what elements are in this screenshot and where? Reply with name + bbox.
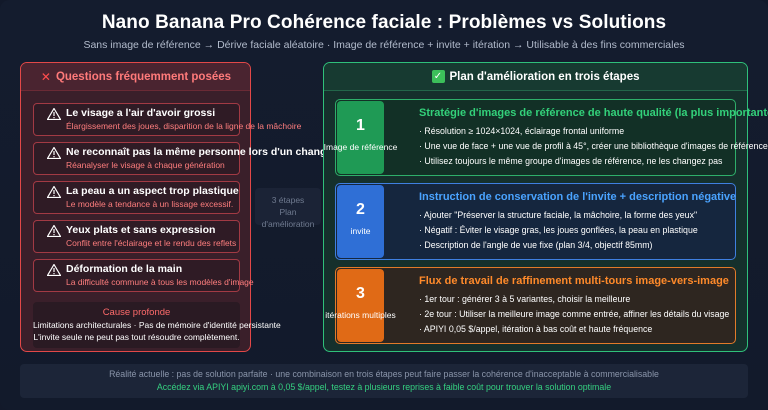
page-subtitle: Sans image de référence → Dérive faciale… [83,39,685,51]
problem-desc: Élargissement des joues, disparition de … [66,121,302,131]
footer-bar: Réalité actuelle : pas de solution parfa… [20,364,748,398]
page-title: Nano Banana Pro Cohérence faciale : Prob… [101,12,667,33]
problem-item-plastic-skin: La peau a un aspect trop plastique Le mo… [33,181,240,214]
problem-title: Déformation de la main [66,263,183,275]
solutions-panel-header: ✓ Plan d'amélioration en trois étapes [324,63,747,91]
step-number: 3 [356,285,365,302]
connector-label: 3 étapes Plan d'amélioration [255,188,321,229]
step-card-3: 3 itérations multiples Flux de travail d… [325,267,736,344]
step-label: invite [350,226,371,236]
warning-icon [47,147,61,159]
step-line: · Une vue de face + une vue de profil à … [419,141,768,151]
connector-line: 3 étapes [271,195,305,205]
step-card-1: 1 Image de référence Stratégie d'images … [324,99,768,176]
problems-panel: ✕ Questions fréquemment posées Le visage… [20,62,358,352]
problem-item-not-recognized: Ne reconnaît pas la même personne lors d… [33,142,358,175]
check-mark-icon: ✓ [431,70,445,83]
step-title: Stratégie d'images de référence de haute… [419,107,768,119]
step-line: · Négatif : Éviter le visage gras, les j… [419,225,698,235]
step-badge: 3 itérations multiples [325,269,396,342]
step-lines: · 1er tour : générer 3 à 5 variantes, ch… [419,292,729,337]
solutions-heading: Plan d'amélioration en trois étapes [449,70,640,83]
step-line: · Utilisez toujours le même groupe d'ima… [419,156,723,166]
footer-note: Réalité actuelle : pas de solution parfa… [109,369,659,379]
step-title: Flux de travail de raffinement multi-tou… [419,275,729,287]
solutions-panel: ✓ Plan d'amélioration en trois étapes 1 … [323,62,768,352]
problem-title: Le visage a l'air d'avoir grossi [66,107,216,119]
step-line: · Résolution ≥ 1024×1024, éclairage fron… [419,126,625,136]
root-cause-line: L'invite seule ne peut pas tout résoudre… [33,332,240,342]
step-badge: 2 invite [337,185,384,258]
connector-line: Plan d'amélioration [261,207,315,229]
problem-title: La peau a un aspect trop plastique [66,185,239,197]
step-badge: 1 Image de référence [324,101,397,174]
step-line: · Description de l'angle de vue fixe (pl… [419,240,653,250]
problem-desc: Conflit entre l'éclairage et le rendu de… [66,238,237,248]
step-label: Image de référence [323,142,398,152]
step-line: · 1er tour : générer 3 à 5 variantes, ch… [419,294,631,304]
warning-icon [47,264,61,276]
step-lines: · Ajouter "Préserver la structure facial… [419,208,698,253]
problem-title: Ne reconnaît pas la même personne lors d… [66,146,358,158]
step-line: · Ajouter "Préserver la structure facial… [419,210,698,220]
step-label: itérations multiples [325,310,396,320]
problem-desc: Le modèle a tendance à un lissage excess… [66,199,234,209]
step-lines: · Résolution ≥ 1024×1024, éclairage fron… [419,124,768,169]
warning-icon [47,225,61,237]
footer-cta: Accédez via APIYI apiyi.com à 0,05 $/app… [156,382,612,392]
warning-icon [47,186,61,198]
problems-panel-header: ✕ Questions fréquemment posées [21,63,250,91]
problem-item-flat-eyes: Yeux plats et sans expression Conflit en… [33,220,240,253]
warning-icon [47,108,61,120]
problem-item-face-fatter: Le visage a l'air d'avoir grossi Élargis… [33,103,302,136]
cross-mark-icon: ✕ [40,69,51,84]
step-number: 1 [356,117,365,134]
step-number: 2 [356,201,365,218]
problem-item-hand-deformation: Déformation de la main La difficulté com… [33,259,254,292]
problems-heading: Questions fréquemment posées [55,70,232,83]
step-line: · APIYI 0,05 $/appel, itération à bas co… [419,324,653,334]
root-cause-box: Cause profonde Limitations architectural… [33,302,281,348]
root-cause-title: Cause profonde [102,307,171,318]
problem-title: Yeux plats et sans expression [66,224,216,236]
step-card-2: 2 invite Instruction de conservation de … [335,183,736,260]
step-line: · 2e tour : Utiliser la meilleure image … [419,309,730,319]
step-title: Instruction de conservation de l'invite … [419,191,737,203]
root-cause-line: Limitations architecturales · Pas de mém… [33,320,281,330]
problem-desc: La difficulté commune à tous les modèles… [66,277,254,287]
problem-desc: Réanalyser le visage à chaque génération [66,160,225,170]
